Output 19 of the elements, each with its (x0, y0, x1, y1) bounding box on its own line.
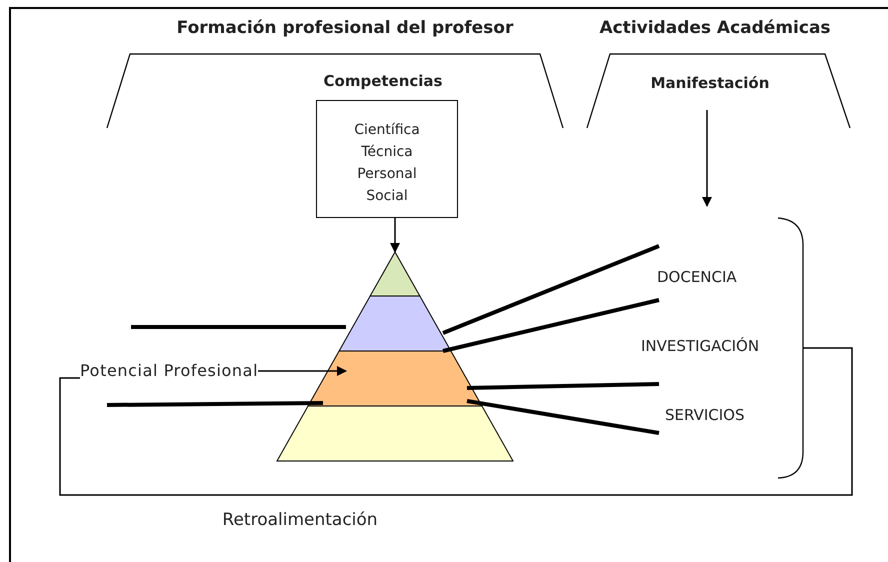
node-text: Potencial Profesional (80, 360, 258, 382)
node-text: Social (365, 187, 409, 206)
label-text: Actividades Académicas (599, 18, 831, 38)
label-text: Formación profesional del profesor (176, 18, 514, 38)
arrow (258, 366, 347, 376)
connector-line (59, 347, 853, 496)
node-text: INVESTIGACIÓN (641, 336, 760, 357)
node-text: Personal (356, 165, 418, 184)
node-text: Manifestación (650, 73, 770, 94)
arrow (390, 218, 400, 253)
node-text: Científica (353, 121, 421, 140)
heading-text: Competencias (324, 72, 442, 90)
arrow (702, 110, 712, 207)
label-text: Retroalimentación (222, 510, 378, 530)
pyramid (276, 252, 514, 462)
label-text: DOCENCIA (657, 268, 737, 286)
label-text: SERVICIOS (665, 406, 745, 424)
text-box (316, 100, 458, 218)
node-text: Técnica (360, 143, 414, 162)
